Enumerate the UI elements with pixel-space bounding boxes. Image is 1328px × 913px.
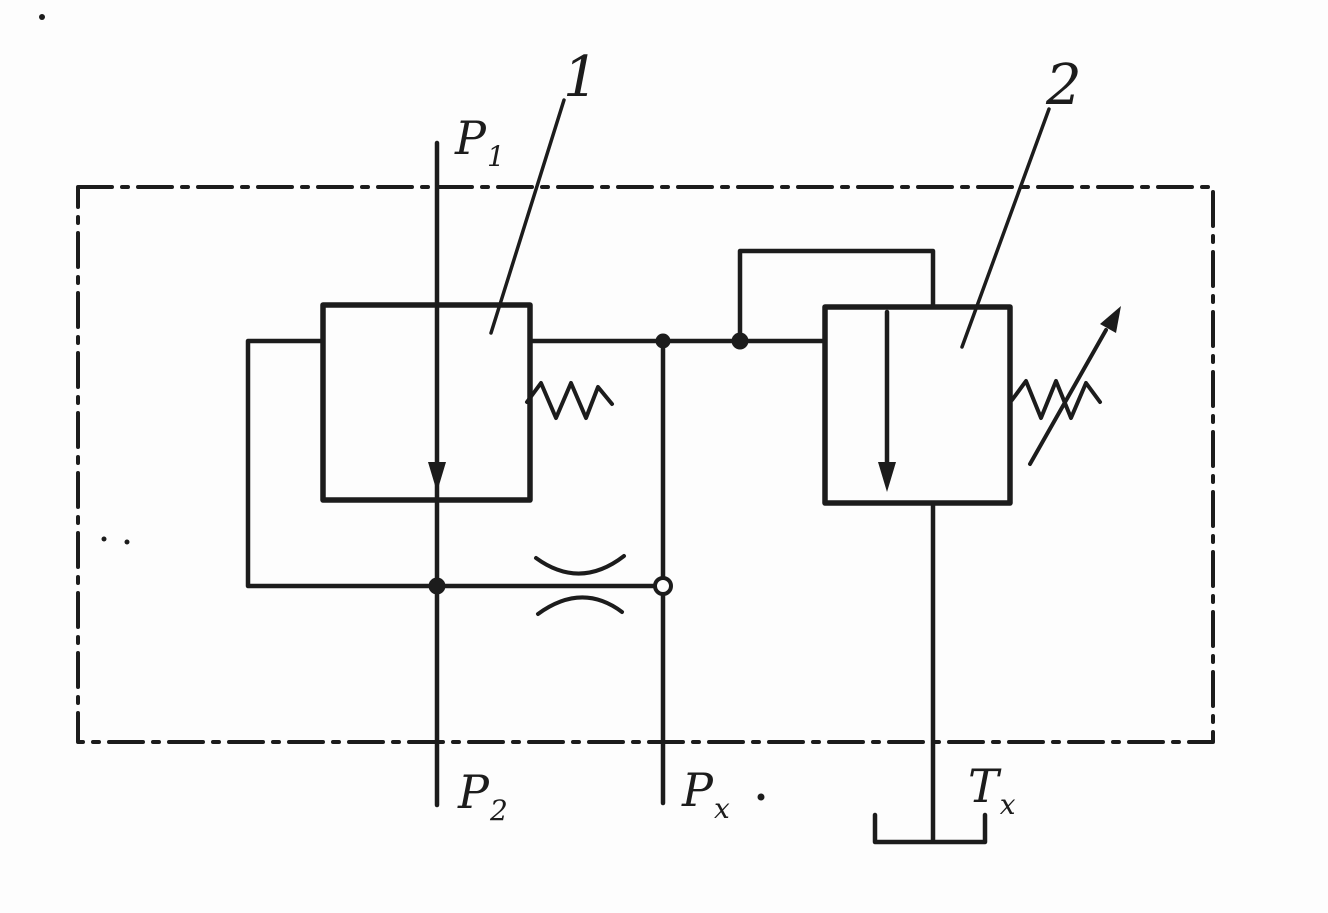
open-junction-circle <box>653 576 673 596</box>
port-label-tx-sub: x <box>1000 788 1016 821</box>
port-label-px: Px <box>681 763 730 825</box>
scan-artifact-dot <box>124 539 130 545</box>
port-label-p2-main: P <box>457 765 490 819</box>
scan-artifact-dot <box>101 536 107 542</box>
enclosure-boundary <box>76 185 1215 744</box>
valve1-pilot-line <box>245 338 666 589</box>
valve2-body <box>822 304 1013 506</box>
scan-artifact-dot <box>39 14 45 20</box>
callout1-leader-line <box>489 98 566 335</box>
filled-shapes <box>39 14 1121 801</box>
junction-dot <box>731 332 749 350</box>
port-label-p1-sub: 1 <box>487 140 505 173</box>
port-label-px-sub: x <box>714 792 730 825</box>
port-label-tx-main: T <box>968 759 1002 813</box>
callout2-leader-line <box>960 107 1051 349</box>
port-label-p2: P2 <box>457 765 508 827</box>
valve2-flow-arrowhead <box>878 462 896 492</box>
linework <box>76 98 1215 845</box>
junction-dot <box>428 577 446 595</box>
port-label-p1-main: P <box>454 111 487 165</box>
valve2-spring <box>1010 379 1102 420</box>
labels: 1 2 P1 P2 Px Tx <box>454 45 1082 827</box>
callout2-label: 2 <box>1045 53 1082 118</box>
adjustability-arrow-shaft <box>1028 328 1108 466</box>
valve1-body <box>320 302 533 503</box>
orifice-upper-arc <box>534 554 626 576</box>
valve1-spring <box>525 381 614 420</box>
orifice-lower-arc <box>536 595 624 616</box>
port-label-px-main: P <box>681 763 714 817</box>
tank-symbol <box>872 812 988 845</box>
callout1-label: 1 <box>563 45 599 110</box>
junction-dot <box>655 333 671 349</box>
adjustability-arrowhead <box>1100 306 1121 333</box>
valve1-flow-arrowhead <box>428 462 446 492</box>
scan-artifact-dot <box>757 793 765 801</box>
port-label-p1: P1 <box>454 111 505 173</box>
valve2-pilot-line <box>737 248 936 344</box>
port-label-tx: Tx <box>968 759 1016 821</box>
port-label-p2-sub: 2 <box>489 794 508 827</box>
